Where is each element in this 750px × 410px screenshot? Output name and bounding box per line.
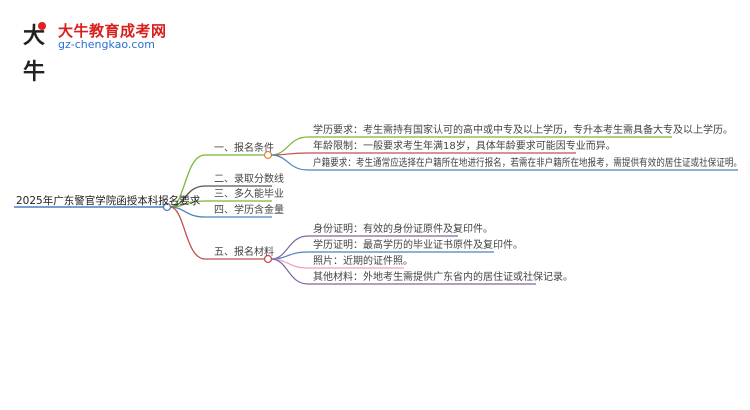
b5-child-diploma[interactable]: 学历证明：最高学历的毕业证书原件及复印件。 <box>313 240 523 251</box>
logo-url: gz-chengkao.com <box>58 38 155 51</box>
connector-branch-5 <box>169 206 206 260</box>
branch-1-label[interactable]: 一、报名条件 <box>214 143 274 154</box>
connector-branch-4 <box>169 206 206 218</box>
b5-child-other[interactable]: 其他材料：外地考生需提供广东省内的居住证或社保记录。 <box>313 272 573 283</box>
b1-child-household[interactable]: 户籍要求：考生通常应选择在户籍所在地进行报名，若需在非户籍所在地报考，需提供有效… <box>313 158 742 169</box>
branch-4-label[interactable]: 四、学历含金量 <box>214 205 284 216</box>
connector-branch-1 <box>169 154 206 208</box>
b5-child-id[interactable]: 身份证明：有效的身份证原件及复印件。 <box>313 224 493 235</box>
branch-2-label[interactable]: 二、录取分数线 <box>214 174 284 185</box>
root-node[interactable]: 2025年广东警官学院函授本科报名要求 <box>16 195 201 207</box>
logo-name: 大牛教育成考网 <box>58 22 167 40</box>
connector-b1-c3 <box>270 154 309 171</box>
site-logo[interactable]: 大牛 大牛教育成考网 gz-chengkao.com <box>14 18 174 85</box>
connector-b5-c4 <box>270 258 309 285</box>
branch-5-label[interactable]: 五、报名材料 <box>214 247 274 258</box>
b5-child-photo[interactable]: 照片：近期的证件照。 <box>313 256 413 267</box>
b1-child-age[interactable]: 年龄限制：一般要求考生年满18岁，具体年龄要求可能因专业而异。 <box>313 141 616 152</box>
b1-child-education[interactable]: 学历要求：考生需持有国家认可的高中或中专及以上学历，专升本考生需具备大专及以上学… <box>313 125 733 136</box>
logo-dot-icon <box>38 22 46 30</box>
connector-b1-c1 <box>270 136 309 156</box>
branch-3-label[interactable]: 三、多久能毕业 <box>214 189 284 200</box>
logo-mark-icon: 大牛 <box>14 18 54 85</box>
